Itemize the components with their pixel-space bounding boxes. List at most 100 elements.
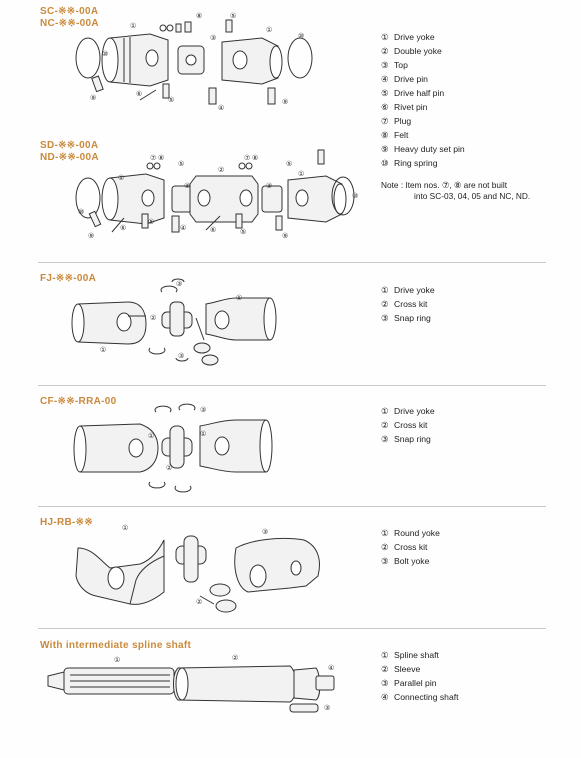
svg-text:①: ① (100, 346, 106, 354)
pin (162, 83, 170, 99)
svg-text:①: ① (148, 432, 154, 440)
svg-text:②: ② (150, 314, 156, 322)
drive-yoke-left (77, 301, 147, 345)
section-divider (38, 385, 546, 386)
svg-text:⑤: ⑤ (240, 228, 246, 236)
snap-ring (174, 485, 192, 493)
svg-text:①: ① (114, 656, 120, 664)
svg-text:⑤: ⑤ (168, 96, 174, 104)
pin (208, 87, 217, 105)
svg-text:④: ④ (328, 664, 334, 672)
section-title-nc: NC-※※-00A (40, 18, 99, 29)
svg-text:③: ③ (184, 182, 190, 190)
section-title-fj: FJ-※※-00A (40, 273, 97, 284)
sleeve (173, 665, 297, 703)
note-line: Note : Item nos. ⑦, ⑧ are not built (381, 180, 508, 190)
double-yoke (189, 175, 259, 223)
svg-text:①: ① (266, 26, 272, 34)
ring-spring-right (331, 176, 355, 216)
svg-text:④: ④ (218, 104, 224, 112)
svg-text:③: ③ (266, 182, 272, 190)
svg-text:①: ① (298, 170, 304, 178)
svg-text:③: ③ (200, 406, 206, 414)
svg-text:②: ② (218, 166, 224, 174)
sd-nd-exploded-drawing: ⑦ ⑧ ⑦ ⑧ ⑤ ⑤ ① ② ① ③ ③ ⑩ ⑩ ⑨ ⑥ ⑤ ④ ⑥ ⑤ ⑨ (75, 149, 358, 240)
rivet-pin (139, 89, 157, 101)
ring-spring-left (75, 37, 101, 79)
snap-ring (148, 347, 166, 355)
svg-text:①: ① (122, 524, 128, 532)
svg-text:⑩: ⑩ (78, 208, 84, 216)
ring-spring-right (287, 37, 313, 79)
svg-text:②: ② (232, 654, 238, 662)
pin (91, 75, 104, 93)
svg-text:⑩: ⑩ (352, 192, 358, 200)
cf-exploded-drawing: ① ① ② ③ (73, 403, 273, 493)
svg-text:③: ③ (210, 34, 216, 42)
svg-text:⑦: ⑦ (150, 154, 156, 162)
section-title-nd: ND-※※-00A (40, 152, 99, 163)
svg-text:④: ④ (180, 224, 186, 232)
svg-text:⑨: ⑨ (90, 94, 96, 102)
snap-ring (175, 357, 189, 362)
svg-text:⑦: ⑦ (244, 154, 250, 162)
snap-ring (171, 278, 185, 283)
svg-text:⑤: ⑤ (178, 160, 184, 168)
spline-shaft-drawing: ① ② ③ ④ (47, 654, 335, 713)
svg-text:⑧: ⑧ (252, 154, 258, 162)
hj-exploded-drawing: ① ② ③ (75, 524, 320, 613)
section-divider (38, 262, 546, 263)
snap-ring (160, 285, 178, 293)
section-title-cf: CF-※※-RRA-00 (40, 396, 117, 407)
svg-text:⑤: ⑤ (148, 218, 154, 226)
section-title-spline: With intermediate spline shaft (40, 640, 192, 651)
pin (267, 87, 276, 105)
parallel-pin (289, 703, 319, 713)
svg-text:③: ③ (176, 280, 182, 288)
drive-yoke-nd (287, 175, 343, 223)
snap-ring (148, 481, 166, 489)
section-title-sd: SD-※※-00A (40, 140, 99, 151)
svg-text:⑤: ⑤ (286, 160, 292, 168)
svg-text:②: ② (196, 598, 202, 606)
svg-text:⑧: ⑧ (196, 12, 202, 20)
svg-text:⑨: ⑨ (282, 232, 288, 240)
svg-text:③: ③ (262, 528, 268, 536)
svg-text:⑧: ⑧ (158, 154, 164, 162)
svg-text:①: ① (130, 22, 136, 30)
svg-text:①: ① (236, 294, 242, 302)
drive-yoke-left (75, 423, 159, 473)
drive-yoke-nc (221, 37, 279, 85)
svg-text:⑨: ⑨ (282, 98, 288, 106)
bolt-yoke (234, 537, 320, 593)
svg-text:②: ② (166, 464, 172, 472)
note-text: Note : Item nos. ⑦, ⑧ are not built into… (381, 180, 530, 202)
fj-exploded-drawing: ① ① ② ③ ③ (71, 278, 277, 366)
svg-text:⑩: ⑩ (298, 32, 304, 40)
